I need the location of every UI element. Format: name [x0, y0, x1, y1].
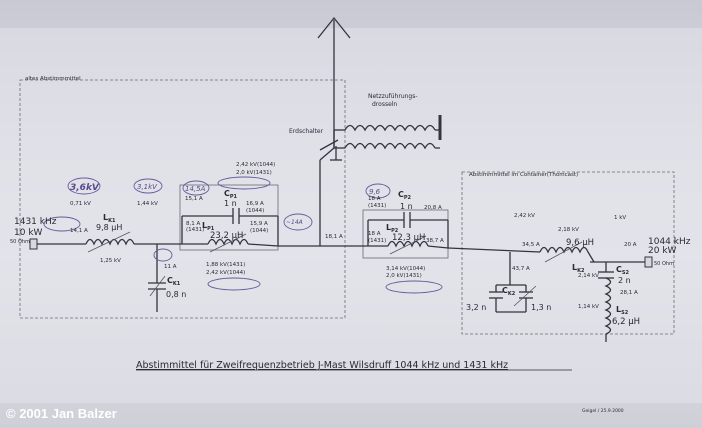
- cp1-value: 1 n: [224, 199, 237, 208]
- meas-12: 15,9 A: [250, 221, 268, 227]
- lp2-name: LP2: [386, 223, 399, 234]
- measurement-labels: 0,71 kV 14,1 A 1,25 kV 1,44 kV 15,1 A 2,…: [70, 162, 638, 310]
- meas-25: 2,0 kV(1431): [386, 273, 422, 279]
- ls2-name: LS2: [616, 305, 629, 316]
- lk1-value: 9,8 µH: [96, 223, 122, 232]
- meas-26: 2,42 kV: [514, 213, 535, 219]
- meas-18: 18 A: [368, 196, 381, 202]
- handnote-2: 3,1kV: [137, 183, 158, 191]
- old-network-box: [19, 79, 346, 319]
- meas-16: 2,42 kV(1044): [206, 270, 245, 276]
- meas-5: 15,1 A: [185, 196, 203, 202]
- label-earth-switch: Erdschalter: [289, 128, 324, 135]
- label-feed-chokes-2: drosseln: [372, 101, 397, 108]
- meas-22: (1431): [368, 238, 386, 244]
- meas-1: 0,71 kV: [70, 201, 91, 207]
- label-container-network: Abstimmmittel im Container(Thomcast): [469, 172, 578, 178]
- label-old-network: altes Abstimmmittel: [25, 76, 81, 82]
- output-power: 20 kW: [648, 246, 677, 256]
- ck1-name: CK1: [167, 276, 181, 287]
- meas-27: 2,18 kV: [558, 227, 579, 233]
- handnote-4: ~14A: [286, 219, 303, 226]
- meas-9: (1044): [246, 208, 264, 214]
- lk2-value: 9,6 µH: [566, 238, 594, 248]
- meas-15: 1,88 kV(1431): [206, 262, 245, 268]
- container-network-box: [461, 171, 675, 335]
- meas-13: (1044): [250, 228, 268, 234]
- handwritten-notes: [43, 176, 443, 294]
- meas-3: 1,25 kV: [100, 258, 121, 264]
- meas-33: 28,1 A: [620, 290, 638, 296]
- meas-6: 2,42 kV(1044): [236, 162, 275, 168]
- meas-2: 14,1 A: [70, 228, 88, 234]
- meas-14: 11 A: [164, 264, 177, 270]
- antenna-feed: [319, 129, 345, 246]
- output-connector: [644, 256, 653, 268]
- source-frequency: 1431 kHz: [14, 217, 57, 227]
- meas-28: 34,5 A: [522, 242, 540, 248]
- meas-8: 16,9 A: [246, 201, 264, 207]
- meas-32: 2,14 kV: [578, 273, 599, 279]
- meas-21: 18 A: [368, 231, 381, 237]
- ck1-value: 0,8 n: [166, 290, 186, 299]
- handnote-5: 9,6: [369, 188, 381, 196]
- cp1-name: CP1: [224, 189, 238, 200]
- feed-chokes: [344, 115, 442, 150]
- meas-34: 1,14 kV: [578, 304, 599, 310]
- ck2-value-left: 3,2 n: [466, 303, 486, 312]
- caption: Abstimmittel für Zweifrequenzbetrieb J-M…: [136, 360, 508, 371]
- cp2-name: CP2: [398, 190, 412, 201]
- series-circuit-s2: [598, 262, 614, 342]
- output-frequency: 1044 kHz: [648, 237, 691, 247]
- ck2-value-right: 1,3 n: [531, 303, 551, 312]
- meas-20: 20,8 A: [424, 205, 442, 211]
- ck2-name: CK2: [502, 286, 516, 297]
- inductor-lk1: [85, 231, 135, 253]
- source-impedance: 50 Ohm: [10, 239, 30, 245]
- inductor-lk2: [539, 241, 595, 263]
- source-connector: [29, 238, 38, 250]
- cs2-name: CS2: [616, 265, 629, 276]
- handnote-1: 3,6kV: [70, 183, 100, 193]
- handnote-3: 14,5A: [185, 185, 206, 193]
- meas-7: 2,0 kV(1431): [236, 170, 272, 176]
- cp2-value: 1 n: [400, 202, 413, 211]
- ls2-value: 6,2 µH: [612, 317, 640, 327]
- signature: Geigel / 25.9.2000: [582, 408, 624, 414]
- parallel-circuit-p1: [181, 208, 279, 253]
- meas-19: (1431): [368, 203, 386, 209]
- lp1-value: 23,2 µH: [210, 231, 243, 241]
- meas-11: (1431): [186, 227, 204, 233]
- parallel-circuit-p2: [367, 212, 449, 255]
- cs2-value: 2 n: [618, 276, 631, 285]
- lp2-value: 12,3 µH: [392, 233, 425, 243]
- paper-sheet: [0, 28, 702, 403]
- lk1-name: LK1: [103, 213, 116, 224]
- meas-23: 38,7 A: [426, 238, 444, 244]
- capacitor-ck1: [148, 244, 166, 312]
- meas-24: 3,14 kV(1044): [386, 266, 425, 272]
- output-impedance: 50 Ohm: [654, 261, 674, 267]
- meas-29: 43,7 A: [512, 266, 530, 272]
- label-feed-chokes-1: Netzzuführungs-: [368, 93, 418, 100]
- earth-switch: [319, 139, 342, 161]
- source-power: 10 kW: [14, 228, 43, 238]
- antenna-mast: [317, 16, 351, 148]
- copyright-credit: © 2001 Jan Balzer: [6, 406, 117, 421]
- capacitor-ck2: [489, 252, 537, 313]
- meas-17: 18,1 A: [325, 234, 343, 240]
- main-line: [35, 243, 645, 263]
- lk2-name: LK2: [572, 263, 585, 274]
- meas-30: 1 kV: [614, 215, 626, 221]
- lp1-name: LP1: [202, 221, 215, 232]
- meas-10: 8,1 A: [186, 221, 200, 227]
- meas-4: 1,44 kV: [137, 201, 158, 207]
- meas-31: 20 A: [624, 242, 637, 248]
